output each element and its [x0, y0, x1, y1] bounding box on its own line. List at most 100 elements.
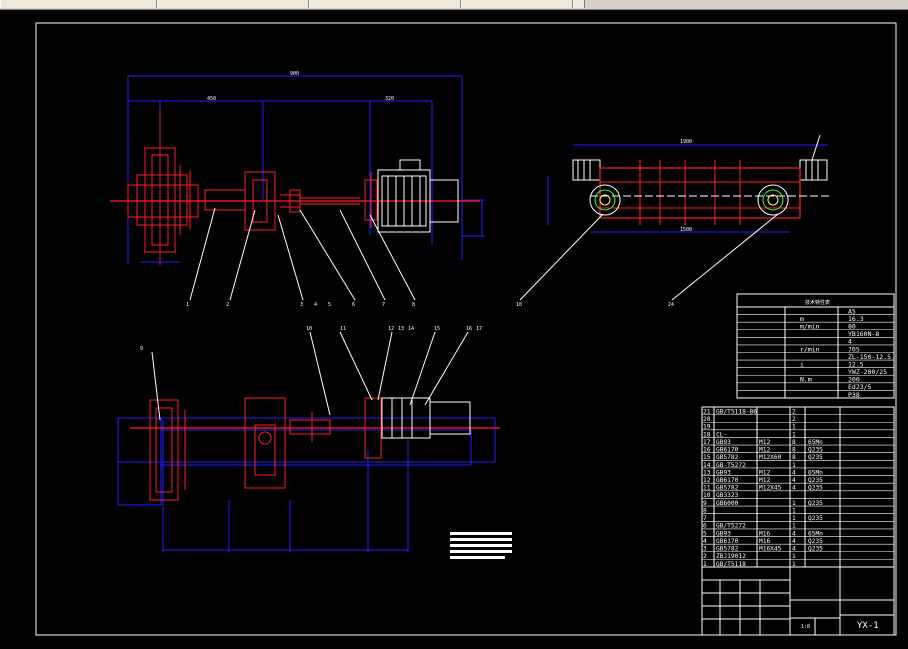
parts-cell: 18 — [703, 431, 711, 438]
tab-4[interactable] — [461, 0, 573, 8]
svg-text:1500: 1500 — [680, 227, 692, 233]
parts-cell: GB3323 — [716, 492, 739, 499]
cad-drawing-canvas[interactable]: 900 450 320 — [0, 10, 908, 649]
svg-text:320: 320 — [385, 96, 394, 102]
parts-cell: 1 — [792, 523, 796, 530]
parts-cell: M16 — [759, 530, 770, 537]
parts-cell: 8 — [792, 454, 796, 461]
parts-cell: 14 — [703, 462, 711, 469]
drawing-number: YX-1 — [857, 621, 879, 631]
parts-cell: 4 — [792, 485, 796, 492]
svg-text:8: 8 — [412, 302, 415, 308]
parts-cell: 4 — [792, 477, 796, 484]
spec-cell-value: P38 — [848, 391, 860, 399]
svg-text:6: 6 — [352, 302, 355, 308]
parts-cell: M12 — [759, 439, 770, 446]
side-view-drive: 900 450 320 — [110, 71, 485, 308]
parts-cell: 13 — [703, 469, 711, 476]
spec-cell-value: 12.5 — [848, 360, 864, 368]
spec-cell-unit: i — [800, 360, 804, 368]
parts-cell: 17 — [703, 439, 711, 446]
parts-cell: GB6170 — [716, 538, 739, 545]
spec-cell-value: ZL-150-12.5 — [848, 353, 891, 361]
parts-cell: M12X60 — [759, 454, 782, 461]
parts-cell: 1 — [792, 431, 796, 438]
parts-cell: 65Mn — [808, 469, 823, 476]
parts-cell: M16X45 — [759, 546, 782, 553]
parts-cell: 16 — [703, 447, 711, 454]
parts-cell: 20 — [703, 416, 711, 423]
drawing-border — [35, 22, 897, 636]
spec-cell-value: A5 — [848, 307, 856, 315]
parts-cell: 65Mn — [808, 439, 823, 446]
parts-cell: 19 — [703, 424, 711, 431]
spec-cell-value: 200 — [848, 376, 860, 384]
parts-cell: 1 — [703, 561, 707, 568]
parts-cell: 11 — [703, 485, 711, 492]
parts-cell: GB93 — [716, 530, 731, 537]
parts-cell: 1 — [792, 500, 796, 507]
parts-cell: 2 — [703, 553, 707, 560]
parts-cell: ZBJ19012 — [716, 553, 746, 560]
parts-cell: 2 — [792, 416, 796, 423]
parts-cell: Q235 — [808, 500, 823, 507]
svg-text:1900: 1900 — [680, 139, 692, 145]
tab-1[interactable] — [0, 0, 157, 8]
parts-cell: Q235 — [808, 538, 823, 545]
svg-text:1: 1 — [186, 302, 189, 308]
parts-cell: GB/T5272 — [716, 523, 746, 530]
svg-text:13: 13 — [398, 326, 404, 332]
svg-text:9: 9 — [140, 346, 143, 352]
parts-cell: 8 — [703, 507, 707, 514]
title-block: 1:8 YX-1 — [701, 566, 895, 636]
svg-text:16: 16 — [466, 326, 472, 332]
parts-cell: 4 — [792, 530, 796, 537]
svg-text:2: 2 — [226, 302, 229, 308]
svg-text:5: 5 — [328, 302, 331, 308]
parts-cell: 1 — [792, 561, 796, 568]
parts-cell: Q235 — [808, 454, 823, 461]
tab-5[interactable] — [573, 0, 585, 8]
tab-3[interactable] — [309, 0, 461, 8]
parts-cell: 8 — [792, 447, 796, 454]
parts-cell: 15 — [703, 454, 711, 461]
parts-cell: GB/T5118 — [716, 561, 746, 568]
svg-text:24: 24 — [668, 302, 674, 308]
parts-cell: M12 — [759, 469, 770, 476]
parts-cell: GB-T5272 — [716, 462, 746, 469]
parts-cell: 2 — [792, 408, 796, 415]
plan-view-drive: 9 10 11 12 13 14 15 16 17 — [117, 326, 500, 552]
spec-cell-unit: m — [800, 315, 804, 323]
svg-text:17: 17 — [476, 326, 482, 332]
parts-cell: GB5782 — [716, 546, 739, 553]
parts-cell: 6 — [703, 523, 707, 530]
spec-cell-unit: r/min — [800, 345, 820, 353]
parts-cell: GB6000 — [716, 500, 739, 507]
parts-cell: M12 — [759, 447, 770, 454]
svg-text:900: 900 — [290, 71, 299, 77]
parts-cell: 4 — [792, 469, 796, 476]
tab-2[interactable] — [157, 0, 309, 8]
svg-text:12: 12 — [388, 326, 394, 332]
parts-cell: 1 — [792, 462, 796, 469]
spec-cell-value: 16.3 — [848, 315, 864, 323]
window-tab-bar — [0, 0, 908, 10]
parts-cell: M16 — [759, 538, 770, 545]
svg-text:15: 15 — [434, 326, 440, 332]
parts-cell: 3 — [703, 546, 707, 553]
parts-cell: 4 — [792, 546, 796, 553]
parts-cell: GB93 — [716, 439, 731, 446]
spec-cell-unit: m/min — [800, 323, 820, 331]
parts-cell: 21 — [703, 408, 711, 415]
parts-cell: 4 — [703, 538, 707, 545]
parts-cell: GB/T5118-86 — [716, 408, 757, 415]
parts-cell: GB6170 — [716, 447, 739, 454]
parts-cell: GB5782 — [716, 454, 739, 461]
parts-cell: 1 — [792, 507, 796, 514]
parts-cell: 4 — [792, 538, 796, 545]
parts-cell: Q235 — [808, 515, 823, 522]
end-carriage-view: 1900 1500 10 24 — [516, 134, 830, 308]
parts-cell: 10 — [703, 492, 711, 499]
